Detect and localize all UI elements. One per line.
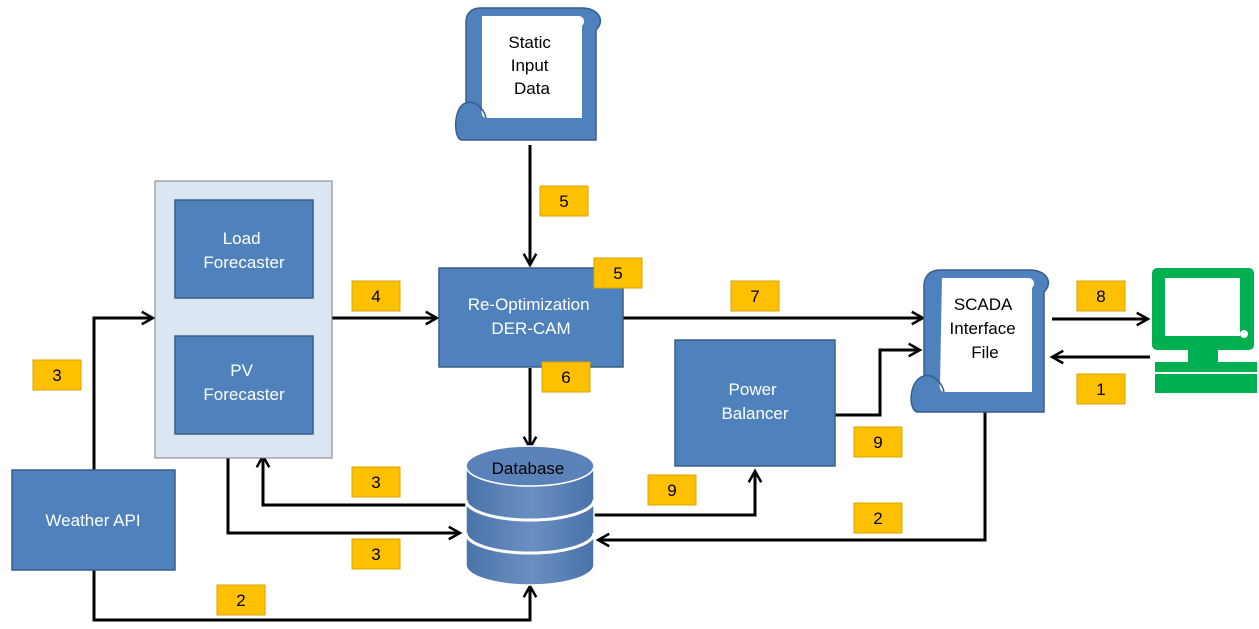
- edge-weather-to-forecasters: [92, 318, 153, 470]
- step-badge: 3: [351, 538, 401, 570]
- edge-weather-to-db: [92, 570, 530, 622]
- step-badge: 6: [541, 361, 591, 393]
- load-forecaster-line-2: Forecaster: [203, 253, 285, 272]
- reopt-line-2: DER-CAM: [491, 319, 570, 338]
- step-badge: 2: [853, 502, 903, 534]
- step-badges: 5 5 4 7 8 1 6 3 3 3 9 9 2 2: [32, 185, 1126, 616]
- svg-text:9: 9: [873, 433, 882, 452]
- step-badge: 8: [1076, 280, 1126, 312]
- computer-terminal-icon: [1152, 268, 1257, 393]
- step-badge: 7: [730, 280, 780, 312]
- scada-line-2: Interface: [950, 319, 1016, 338]
- pv-forecaster-box: [174, 335, 314, 435]
- reoptimization-node: Re-Optimization DER-CAM: [438, 267, 624, 368]
- svg-text:7: 7: [750, 287, 759, 306]
- svg-text:Static Input Data: Static Input Data: [508, 33, 555, 98]
- power-balancer-line-1: Power: [729, 380, 778, 399]
- svg-text:3: 3: [371, 545, 380, 564]
- connectors: [92, 145, 1150, 622]
- weather-api-node: Weather API: [11, 469, 176, 571]
- step-badge: 2: [216, 584, 266, 616]
- scada-line-3: File: [971, 343, 998, 362]
- power-balancer-node: Power Balancer: [674, 339, 836, 467]
- svg-text:PV Forecaster: PV Forecaster: [203, 361, 285, 404]
- svg-text:9: 9: [667, 481, 676, 500]
- svg-text:Re-Optimization DER-CAM: Re-Optimization DER-CAM: [468, 295, 595, 338]
- static-input-line-2: Input: [511, 56, 549, 75]
- static-input-line-1: Static: [508, 33, 551, 52]
- step-badge: 3: [351, 466, 401, 498]
- step-badge: 9: [647, 474, 697, 506]
- svg-text:2: 2: [236, 591, 245, 610]
- step-badge: 1: [1076, 373, 1126, 405]
- load-forecaster-line-1: Load: [223, 229, 261, 248]
- edge-db-to-balancer: [594, 471, 755, 517]
- database-label: Database: [492, 459, 565, 478]
- svg-text:3: 3: [371, 473, 380, 492]
- weather-api-label: Weather API: [45, 511, 140, 530]
- power-balancer-line-2: Balancer: [721, 404, 788, 423]
- reopt-line-1: Re-Optimization: [468, 295, 590, 314]
- step-badge: 3: [32, 359, 82, 391]
- pv-forecaster-line-2: Forecaster: [203, 385, 285, 404]
- pv-forecaster-line-1: PV: [230, 361, 253, 380]
- svg-text:8: 8: [1096, 287, 1105, 306]
- scada-interface-file-node: SCADA Interface File: [910, 269, 1050, 413]
- svg-text:SCADA Interface Fi: SCADA Interface File: [950, 295, 1021, 362]
- svg-text:1: 1: [1096, 380, 1105, 399]
- svg-text:2: 2: [873, 509, 882, 528]
- step-badge: 5: [593, 257, 643, 289]
- svg-text:5: 5: [559, 192, 568, 211]
- edge-db-to-forecasters: [263, 456, 466, 507]
- step-badge: 5: [539, 185, 589, 217]
- svg-text:4: 4: [371, 287, 380, 306]
- load-forecaster-box: [174, 199, 314, 299]
- edge-scada-to-db: [598, 412, 987, 540]
- static-input-data-node: Static Input Data: [455, 7, 602, 141]
- edge-forecasters-to-db: [226, 458, 460, 533]
- svg-text:Load Forecaster: Load Forecaster: [203, 229, 285, 272]
- step-badge: 9: [853, 426, 903, 458]
- step-badge: 4: [351, 280, 401, 312]
- database-node: Database: [464, 445, 596, 586]
- svg-text:Power Balancer: Power Balancer: [721, 380, 788, 423]
- static-input-line-3: Data: [514, 79, 550, 98]
- forecaster-group: Load Forecaster PV Forecaster: [154, 180, 333, 459]
- svg-text:5: 5: [613, 264, 622, 283]
- database-icon: [465, 465, 595, 586]
- svg-text:6: 6: [561, 368, 570, 387]
- scada-line-1: SCADA: [954, 295, 1013, 314]
- svg-text:3: 3: [52, 366, 61, 385]
- edge-balancer-to-scada: [835, 350, 920, 417]
